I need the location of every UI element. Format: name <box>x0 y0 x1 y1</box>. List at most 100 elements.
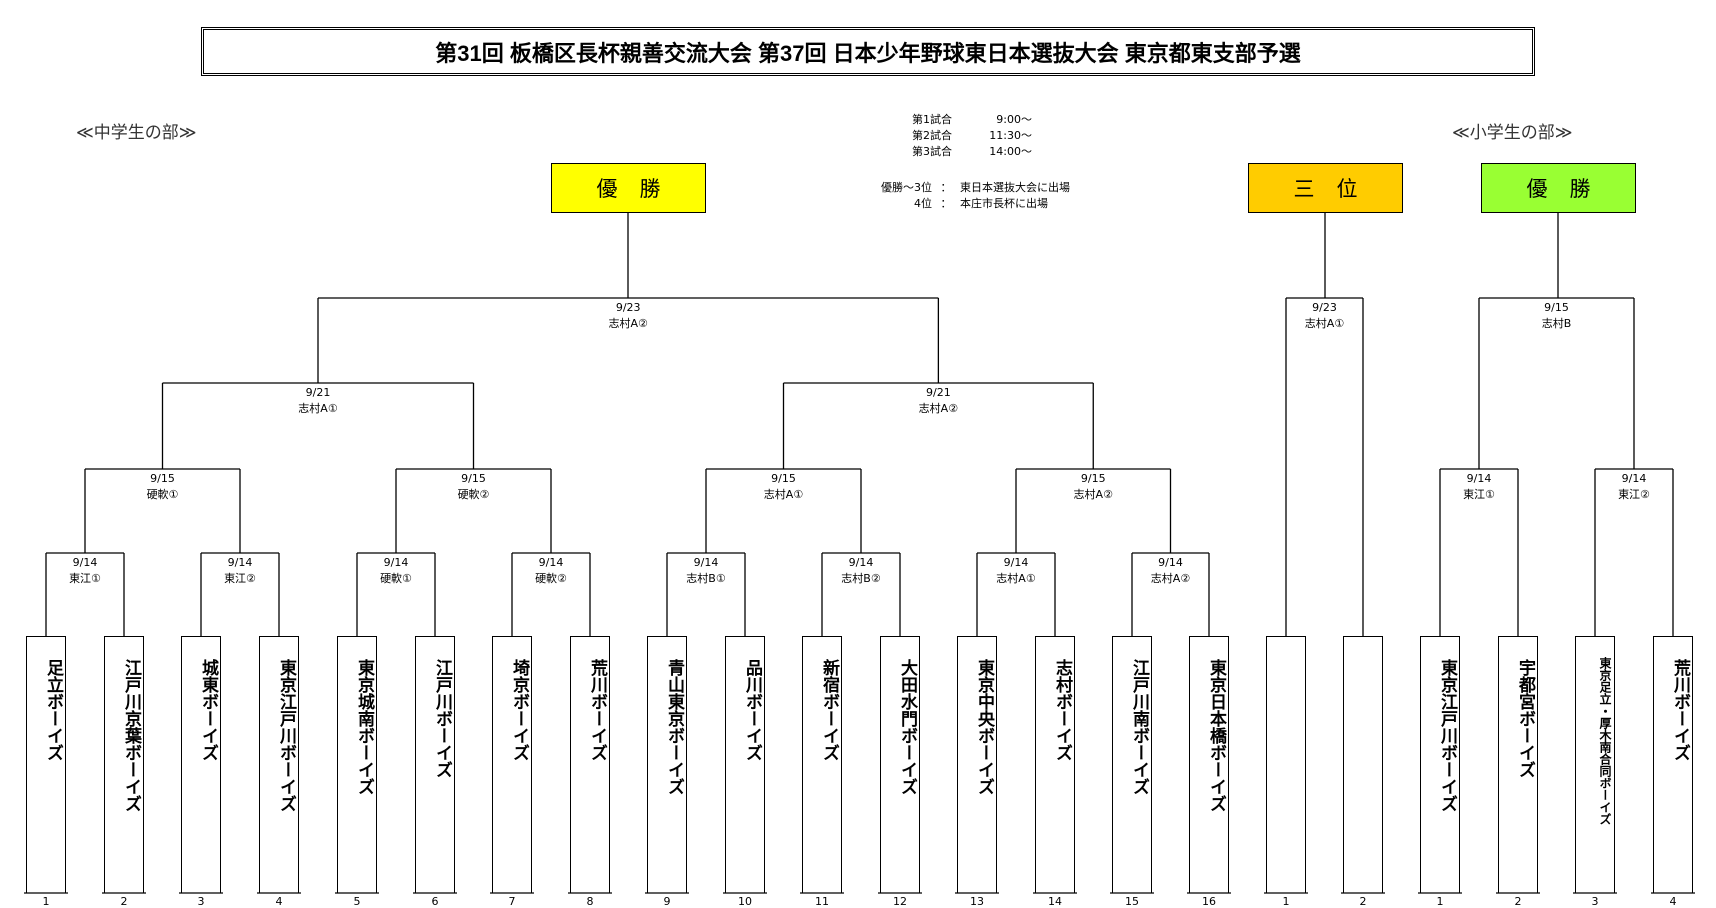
match-label-jh-round2: 9/15 硬軟② <box>414 471 534 503</box>
team-number: 1 <box>42 895 50 908</box>
team-number: 1 <box>1282 895 1290 908</box>
match-label-el-final: 9/15 志村B <box>1497 300 1617 332</box>
match-venue: 硬軟① <box>380 572 412 585</box>
match-label-third-place: 9/23 志村A① <box>1265 300 1385 332</box>
team-box-jh: 荒川ボーイズ <box>570 636 610 893</box>
match-date: 9/14 <box>848 556 874 569</box>
match-date: 9/14 <box>1158 556 1183 569</box>
match-venue: 志村B② <box>841 572 881 585</box>
match-date: 9/14 <box>383 556 409 569</box>
match-date: 9/14 <box>1621 472 1647 485</box>
team-box-jh: 城東ボーイズ <box>181 636 221 893</box>
team-box-third-place <box>1343 636 1383 893</box>
match-venue: 東江② <box>1618 488 1650 501</box>
team-box-jh: 品川ボーイズ <box>725 636 765 893</box>
match-label-jh-round1: 9/14 硬軟① <box>336 555 456 587</box>
note-rank: 優勝～3位 <box>881 181 932 194</box>
qualification-notes: 優勝～3位：東日本選抜大会に出場 4位：本庄市長杯に出場 <box>850 180 1070 212</box>
note-rank: 4位 <box>914 197 932 210</box>
match-date: 9/14 <box>227 556 253 569</box>
team-name: 志村ボーイズ <box>1052 659 1072 761</box>
team-box-el: 荒川ボーイズ <box>1653 636 1693 893</box>
team-number: 2 <box>120 895 128 908</box>
match-date: 9/15 <box>150 472 175 485</box>
match-venue: 志村A① <box>298 402 338 415</box>
team-number: 14 <box>1048 895 1062 908</box>
team-box-jh: 東京中央ボーイズ <box>957 636 997 893</box>
team-number: 3 <box>197 895 205 908</box>
section-label-elementary: ≪小学生の部≫ <box>1452 123 1573 143</box>
team-name: 東京江戸川ボーイズ <box>276 659 296 812</box>
note-row: 優勝～3位 ： 東日本選抜大会に出場 <box>850 180 1070 196</box>
match-venue: 硬軟② <box>457 488 490 501</box>
match-venue: 志村A① <box>1304 317 1345 330</box>
team-name: 東京江戸川ボーイズ <box>1437 659 1457 812</box>
note-sep: ： <box>940 181 952 194</box>
match-date: 9/14 <box>538 556 564 569</box>
schedule-row: 第1試合 9:00～ <box>890 112 1032 128</box>
match-venue: 東江② <box>224 572 256 585</box>
note-row: 4位：本庄市長杯に出場 <box>850 196 1070 212</box>
match-date: 9/14 <box>72 556 98 569</box>
match-venue: 硬軟① <box>146 488 179 501</box>
note-text: 東日本選抜大会に出場 <box>960 181 1070 194</box>
match-venue: 志村A① <box>996 572 1036 585</box>
team-number: 8 <box>586 895 594 908</box>
team-name: 品川ボーイズ <box>742 659 762 761</box>
game-time: 9:00～ <box>996 113 1032 126</box>
game-time: 14:00～ <box>989 145 1032 158</box>
match-date: 9/15 <box>461 472 486 485</box>
match-label-jh-round1: 9/14 東江② <box>180 555 300 587</box>
section-label-junior-high: ≪中学生の部≫ <box>76 123 197 143</box>
match-date: 9/23 <box>615 301 641 314</box>
match-venue: 志村B <box>1541 317 1572 330</box>
team-box-jh: 東京城南ボーイズ <box>337 636 377 893</box>
match-label-jh-round1: 9/14 志村B② <box>801 555 921 587</box>
team-number: 5 <box>353 895 361 908</box>
match-label-jh-final: 9/23 志村A② <box>568 300 688 332</box>
match-date: 9/14 <box>693 556 719 569</box>
team-number: 2 <box>1514 895 1522 908</box>
match-label-jh-round1: 9/14 志村A① <box>956 555 1076 587</box>
team-number: 4 <box>275 895 283 908</box>
match-venue: 志村A② <box>608 317 648 330</box>
team-box-third-place <box>1266 636 1306 893</box>
match-venue: 志村B① <box>686 572 726 585</box>
page-title: 第31回 板橋区長杯親善交流大会 第37回 日本少年野球東日本選抜大会 東京都東… <box>435 40 1301 66</box>
team-number: 7 <box>508 895 516 908</box>
team-name: 宇都宮ボーイズ <box>1515 659 1535 778</box>
match-date: 9/21 <box>926 386 951 399</box>
champion-box-elementary: 優勝 <box>1481 163 1636 213</box>
game-label: 第2試合 <box>912 129 952 142</box>
team-number: 11 <box>815 895 829 908</box>
third-place-box: 三位 <box>1248 163 1403 213</box>
team-number: 10 <box>738 895 752 908</box>
team-box-jh: 埼京ボーイズ <box>492 636 532 893</box>
team-box-el: 東京足立・厚木南合同ボーイズ <box>1575 636 1615 893</box>
team-name: 東京中央ボーイズ <box>974 659 994 795</box>
champion-box-junior-high: 優勝 <box>551 163 706 213</box>
game-label: 第1試合 <box>912 113 952 126</box>
match-venue: 東江① <box>69 572 101 585</box>
match-date: 9/21 <box>305 386 331 399</box>
note-sep: ： <box>940 197 952 210</box>
team-number: 6 <box>431 895 439 908</box>
team-box-jh: 江戸川南ボーイズ <box>1112 636 1152 893</box>
team-number: 2 <box>1359 895 1367 908</box>
team-box-jh: 江戸川ボーイズ <box>415 636 455 893</box>
team-number: 12 <box>893 895 907 908</box>
team-number: 13 <box>970 895 984 908</box>
team-number: 16 <box>1202 895 1216 908</box>
team-name: 東京日本橋ボーイズ <box>1206 659 1226 812</box>
game-label: 第3試合 <box>912 145 952 158</box>
match-date: 9/15 <box>1080 472 1106 485</box>
match-date: 9/23 <box>1312 301 1337 314</box>
match-date: 9/15 <box>1544 301 1569 314</box>
match-date: 9/14 <box>1003 556 1029 569</box>
